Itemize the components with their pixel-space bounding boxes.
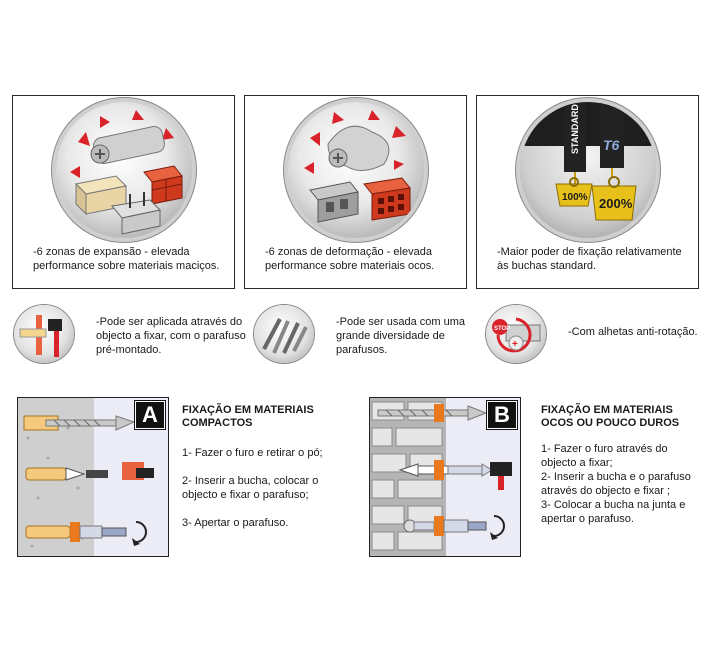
step-1: 1- Fazer o furo e retirar o pó;	[182, 447, 323, 459]
svg-text:+: +	[512, 339, 518, 350]
weight-large-icon: 200%	[590, 176, 637, 221]
expansion-zone-icon	[99, 116, 110, 128]
drill-bit-icon	[23, 415, 136, 431]
svg-text:T6: T6	[603, 137, 620, 153]
deformation-zone-icon	[303, 162, 314, 174]
panel-letter: B	[487, 401, 517, 429]
feature-text: -Com alhetas anti-rotação.	[568, 326, 698, 338]
drill-bit-icon	[377, 404, 488, 422]
card-caption: -6 zonas de expansão - elevada performan…	[33, 246, 220, 272]
svg-text:200%: 200%	[599, 196, 633, 211]
panel-letter: A	[135, 401, 165, 429]
expansion-zone-icon	[131, 110, 144, 120]
standard-anchor-icon: STANDARD	[563, 102, 586, 184]
feature-screws: -Pode ser usada com uma grande diversida…	[254, 305, 494, 365]
weight-small-icon: 100%	[554, 177, 593, 207]
svg-text:STOP: STOP	[494, 326, 510, 332]
brick-icon	[142, 165, 183, 205]
feature-card-hollow: -6 zonas de deformação - elevada perform…	[244, 95, 467, 289]
card-caption: -6 zonas de deformação - elevada perform…	[265, 246, 435, 272]
feature-text: -Pode ser usada com uma grande diversida…	[336, 316, 466, 356]
anchor-insert-icon	[398, 460, 512, 490]
step-2: 2- Inserir a bucha, colocar o objecto e …	[182, 475, 319, 501]
hollow-material-illustration	[287, 102, 424, 238]
screws-icon	[254, 305, 314, 363]
expansion-zone-icon	[161, 128, 174, 140]
steps-panel-b: FIXAÇÃO EM MATERIAIS OCOS OU POUCO DUROS…	[541, 404, 701, 540]
stone-icon	[110, 192, 161, 235]
stop-rotation-icon: STOP +	[486, 305, 546, 363]
svg-text:STANDARD: STANDARD	[570, 104, 580, 154]
panel-title: FIXAÇÃO EM MATERIAIS OCOS OU POUCO DUROS	[541, 404, 680, 429]
card-caption: -Maior poder de fixação relativamente às…	[497, 246, 682, 272]
anchor-icon	[90, 125, 165, 165]
feature-preassembled: -Pode ser aplicada através do objecto a …	[14, 305, 254, 365]
anchor-insert-icon	[25, 462, 154, 481]
hollow-brick-icon	[362, 177, 411, 221]
strength-comparison-illustration: STANDARD T6 100% 200%	[519, 102, 656, 238]
step-3: 3- Colocar a bucha na junta e apertar o …	[541, 499, 686, 525]
step-1: 1- Fazer o furo através do objecto a fix…	[541, 443, 668, 469]
solid-material-illustration	[55, 102, 192, 238]
panel-title: FIXAÇÃO EM MATERIAIS COMPACTOS	[182, 404, 314, 429]
install-panel-b: B	[369, 397, 521, 557]
expansion-zone-icon	[69, 166, 80, 178]
deformation-zone-icon	[393, 160, 404, 170]
deformation-zone-icon	[331, 112, 344, 124]
svg-text:100%: 100%	[562, 192, 588, 203]
anchor-icon	[326, 125, 389, 171]
install-panel-a: A	[17, 397, 169, 557]
step-2: 2- Inserir a bucha e o parafuso através …	[541, 471, 691, 497]
hollow-block-icon	[308, 181, 359, 223]
steps-panel-a: FIXAÇÃO EM MATERIAIS COMPACTOS 1- Fazer …	[182, 404, 342, 544]
deformation-zone-icon	[367, 110, 380, 120]
deformation-zone-icon	[391, 126, 406, 138]
feature-text: -Pode ser aplicada através do objecto a …	[96, 316, 246, 356]
feature-anti-rotation: STOP + -Com alhetas anti-rotação.	[486, 305, 716, 365]
screw-tighten-icon	[25, 521, 147, 546]
t6-anchor-icon: T6	[599, 102, 624, 178]
expansion-zone-icon	[77, 132, 90, 146]
feature-card-strength: STANDARD T6 100% 200% -Maior poder de fi…	[476, 95, 699, 289]
step-3: 3- Apertar o parafuso.	[182, 517, 289, 529]
deformation-zone-icon	[309, 132, 320, 146]
hammer-icon	[14, 305, 74, 363]
screw-tighten-icon	[403, 515, 505, 540]
feature-card-solid: -6 zonas de expansão - elevada performan…	[12, 95, 235, 289]
